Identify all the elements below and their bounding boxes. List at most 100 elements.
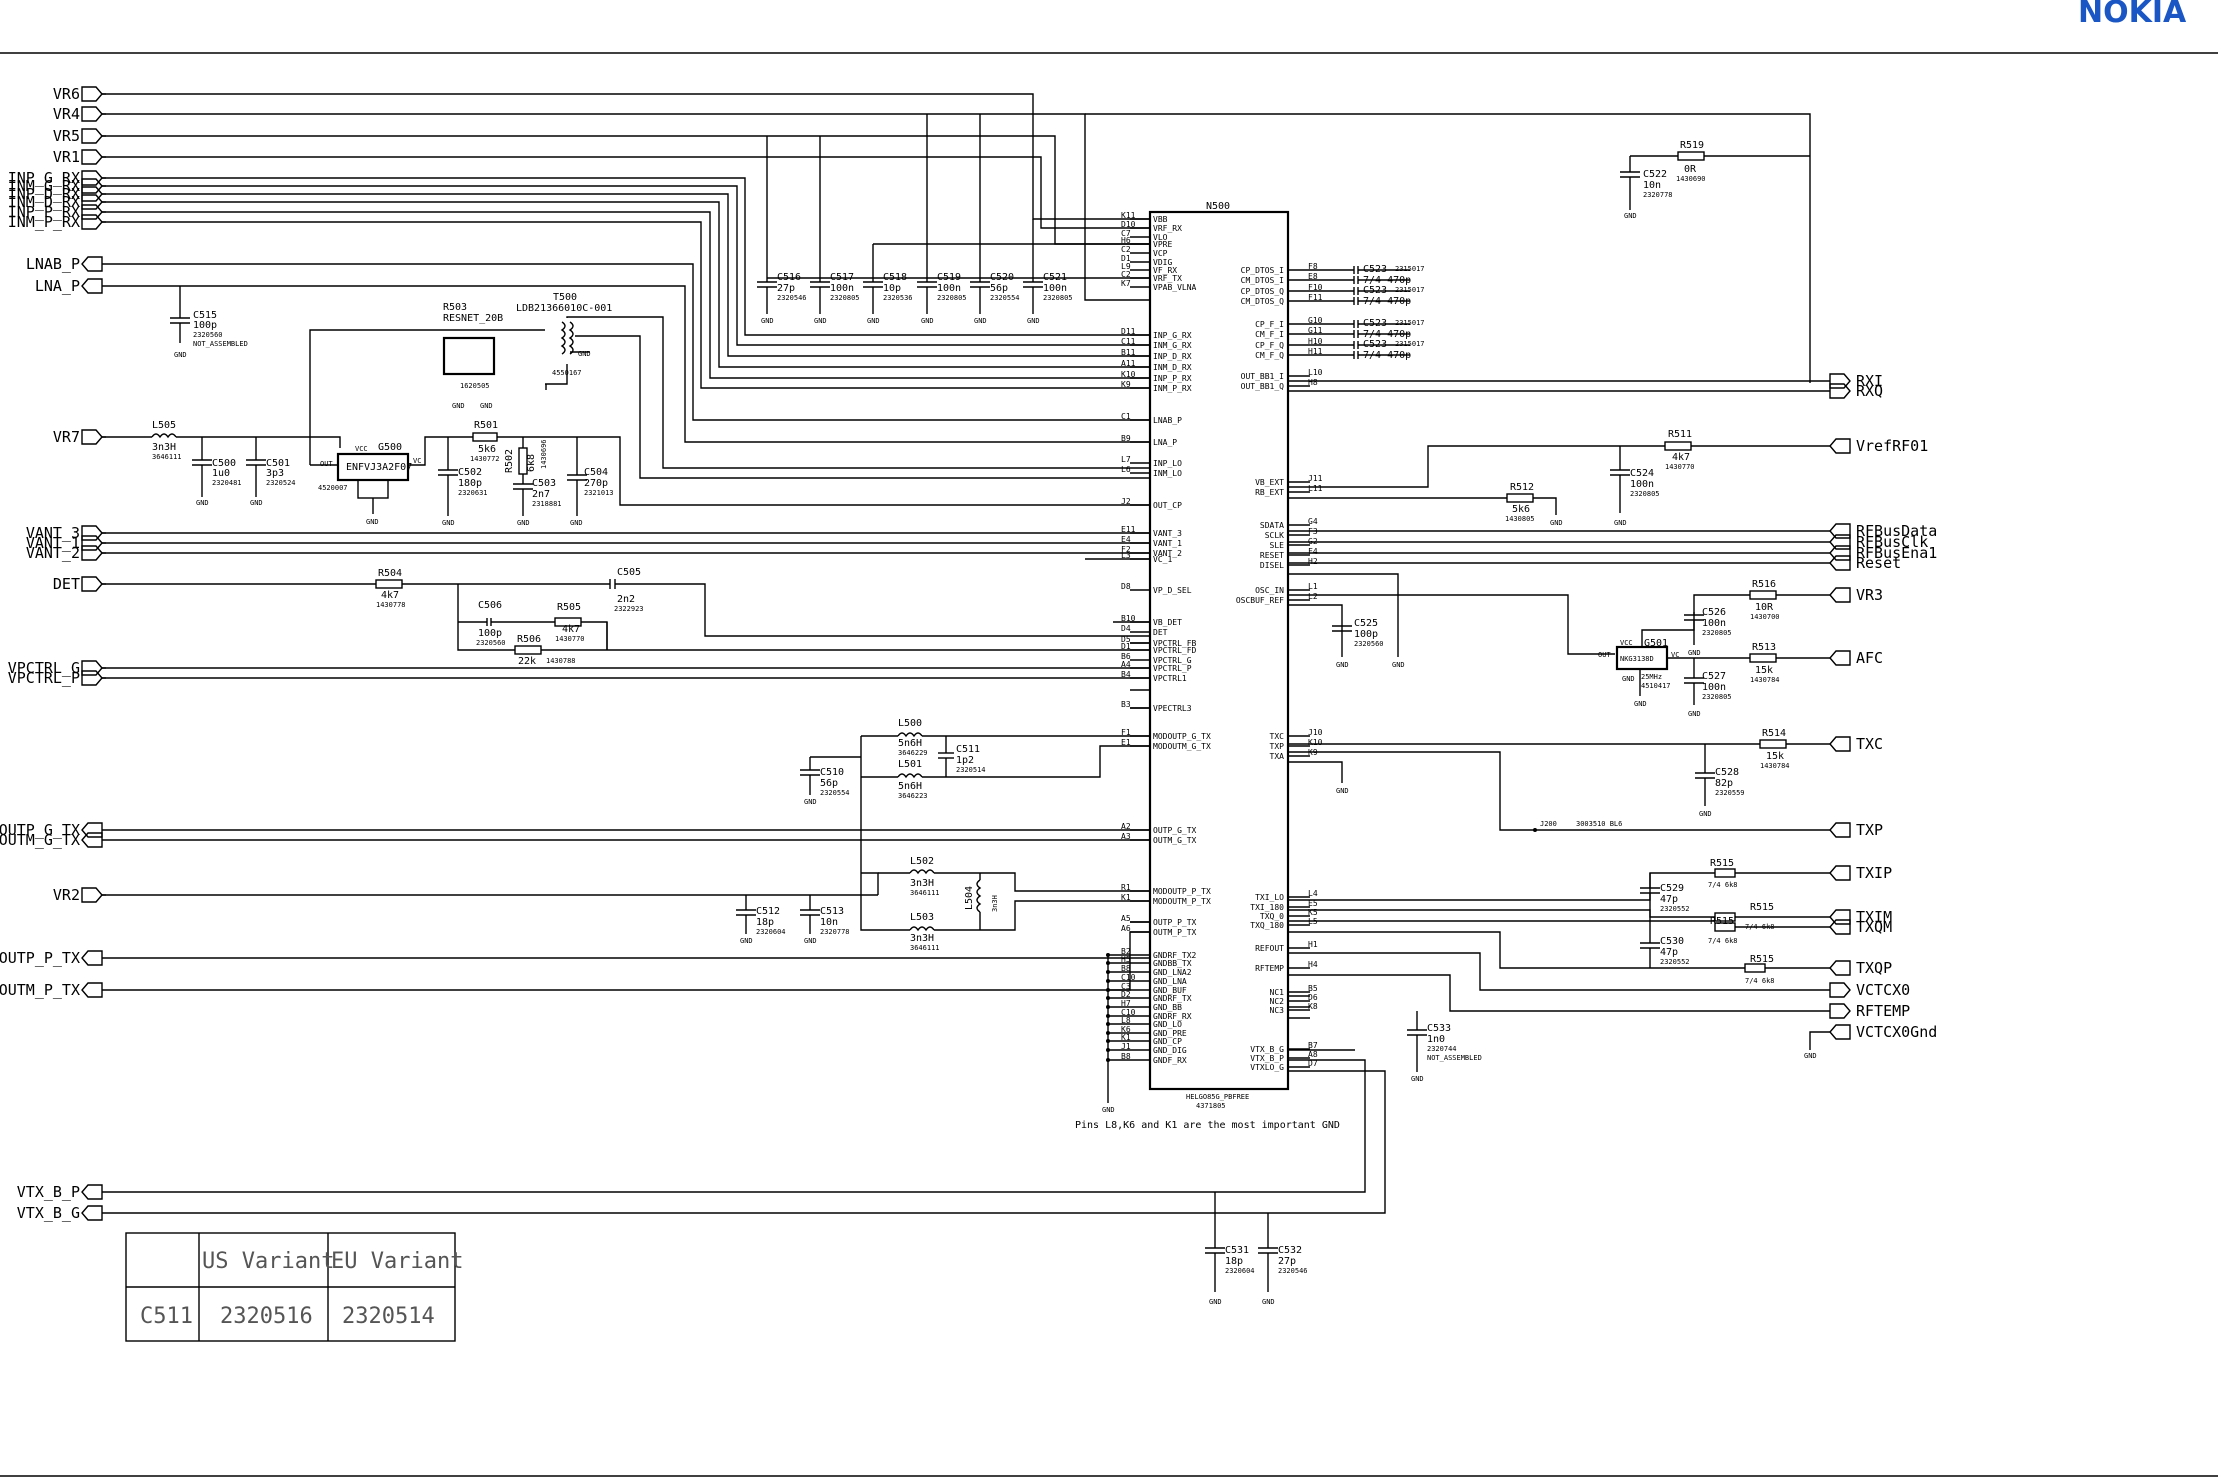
right-ports: RXIRXQVrefRF01RFBusDataRFBusClkRFBusEna1… (1829, 372, 1937, 1041)
svg-text:L505: L505 (152, 420, 176, 431)
port-rftemp: RFTEMP (1856, 1002, 1910, 1020)
svg-text:4k7: 4k7 (562, 624, 580, 635)
svg-text:NOT_ASSEMBLED: NOT_ASSEMBLED (1427, 1054, 1482, 1062)
cap-label: C523 (1363, 264, 1387, 275)
svg-text:2320778: 2320778 (1643, 191, 1673, 199)
svg-text:100n: 100n (1630, 479, 1654, 490)
chip-pin-number: R1 (1121, 883, 1131, 892)
vr7-chain: L505 3n3H 3646111 C500 1u0 2320481 GND C… (102, 420, 1150, 527)
chip-pin-number: B11 (1121, 348, 1136, 357)
chip-pin-name: TXI_180 (1250, 903, 1284, 912)
chip-pin-number: K7 (1121, 279, 1131, 288)
port-arrow (1829, 960, 1851, 976)
svg-text:G501: G501 (1644, 638, 1668, 649)
chip-pin-number: F4 (1308, 547, 1318, 556)
svg-text:2320604: 2320604 (1225, 1267, 1255, 1275)
svg-text:R515: R515 (1710, 858, 1734, 869)
svg-text:2n2: 2n2 (617, 594, 635, 605)
chip-pin-number: B3 (1121, 700, 1131, 709)
port-txqp: TXQP (1856, 959, 1892, 977)
svg-text:C515: C515 (193, 310, 217, 321)
svg-text:6k8: 6k8 (526, 454, 537, 472)
chip-pin-number: D4 (1121, 624, 1131, 633)
svg-text:1430788: 1430788 (546, 657, 576, 665)
chip-pin-name: SDATA (1260, 521, 1284, 530)
svg-text:R512: R512 (1510, 482, 1534, 493)
svg-text:VCC: VCC (355, 445, 368, 453)
chip-pin-number: K9 (1121, 380, 1131, 389)
chip-pin-number: J10 (1308, 728, 1323, 737)
svg-text:10n: 10n (1643, 180, 1661, 191)
chip-pin-name: TXC (1270, 732, 1285, 741)
port-inp_p_rx: INP_P_RX (8, 203, 80, 221)
svg-text:ENFVJ3A2F07: ENFVJ3A2F07 (346, 462, 412, 473)
chip-pin-name: OUT_BB1_Q (1241, 382, 1285, 391)
svg-text:10R: 10R (1755, 602, 1774, 613)
chip-pin-name: GNDBB_TX (1153, 959, 1192, 968)
chip-pin-name: INP_P_RX (1153, 374, 1192, 383)
svg-text:2320554: 2320554 (820, 789, 850, 797)
svg-text:OUT: OUT (320, 460, 333, 468)
r503-resnet: R503 RESNET_20B 1620505 GND GND (309, 302, 545, 465)
svg-text:C501: C501 (266, 458, 290, 469)
chip-pin-number: H10 (1308, 337, 1323, 346)
port-inm_g_rx: INM_G_RX (8, 177, 80, 195)
svg-text:56p: 56p (820, 778, 838, 789)
port-arrow (1829, 373, 1851, 389)
variant-table: US Variant EU Variant C511 2320516 23205… (125, 1232, 463, 1342)
svg-text:1430700: 1430700 (1750, 613, 1780, 621)
svg-text:OUT: OUT (1598, 651, 1611, 659)
chip-pin-number: E4 (1121, 535, 1131, 544)
chip-pin-number: K10 (1308, 738, 1323, 747)
svg-text:1430784: 1430784 (1760, 762, 1790, 770)
chip-pin-number: E8 (1308, 272, 1318, 281)
chip-pin-number: L2 (1308, 592, 1318, 601)
svg-text:2320559: 2320559 (1715, 789, 1745, 797)
svg-text:1620505: 1620505 (460, 382, 490, 390)
svg-text:2320744: 2320744 (1427, 1045, 1457, 1053)
svg-text:R515: R515 (1750, 902, 1774, 913)
port-arrow (81, 832, 103, 848)
chip-pin-name: GND_CP (1153, 1037, 1182, 1046)
svg-text:3n3H: 3n3H (910, 878, 934, 889)
svg-text:15k: 15k (1755, 665, 1773, 676)
chip-pin-name: VC_1 (1153, 555, 1172, 564)
svg-text:GND: GND (480, 402, 493, 410)
chip-pin-number: C10 (1121, 1008, 1136, 1017)
chip-pin-number: E5 (1308, 899, 1318, 908)
chip-pin-number: H8 (1308, 378, 1318, 387)
port-vr6: VR6 (53, 85, 80, 103)
svg-text:LDB21366010C-001: LDB21366010C-001 (516, 303, 612, 314)
chip-pin-name: CM_F_Q (1255, 351, 1284, 360)
svg-text:GND: GND (1392, 661, 1405, 669)
svg-text:GND: GND (1262, 1298, 1275, 1306)
chip-pin-name: OUT_CP (1153, 501, 1182, 510)
chip-pin-name: NC1 (1270, 988, 1285, 997)
cap-label: C523 (1363, 285, 1387, 296)
chip-pin-number: D8 (1121, 582, 1131, 591)
cap-label: 2320805 (830, 294, 860, 302)
svg-text:2320604: 2320604 (756, 928, 786, 936)
port-arrow (1829, 587, 1851, 603)
outg-tx (102, 829, 1150, 841)
chip-pin-name: OUTP_P_TX (1153, 918, 1197, 927)
port-outp_g_tx: OUTP_G_TX (0, 821, 80, 839)
cap-label: 7/4 470p (1363, 350, 1411, 361)
chip-pin-number: H5 (1121, 955, 1131, 964)
svg-text:47p: 47p (1660, 947, 1678, 958)
svg-text:VC: VC (413, 457, 421, 465)
svg-text:C528: C528 (1715, 767, 1739, 778)
svg-text:2321013: 2321013 (584, 489, 614, 497)
svg-text:C531: C531 (1225, 1245, 1249, 1256)
chip-pin-number: B4 (1121, 670, 1131, 679)
chip-pin-name: LNA_P (1153, 438, 1177, 447)
chip-pin-number: A6 (1121, 924, 1131, 933)
port-txc: TXC (1856, 735, 1883, 753)
chip-pin-number: K1 (1121, 893, 1131, 902)
chip-pin-number: E1 (1121, 738, 1131, 747)
chip-pin-name: DISEL (1260, 561, 1284, 570)
port-arrow (81, 576, 103, 592)
chip-pin-name: RB_EXT (1255, 488, 1284, 497)
cap-label: 27p (777, 283, 795, 294)
c515: C515 100p 2320560 NOT_ASSEMBLED GND (170, 286, 248, 359)
